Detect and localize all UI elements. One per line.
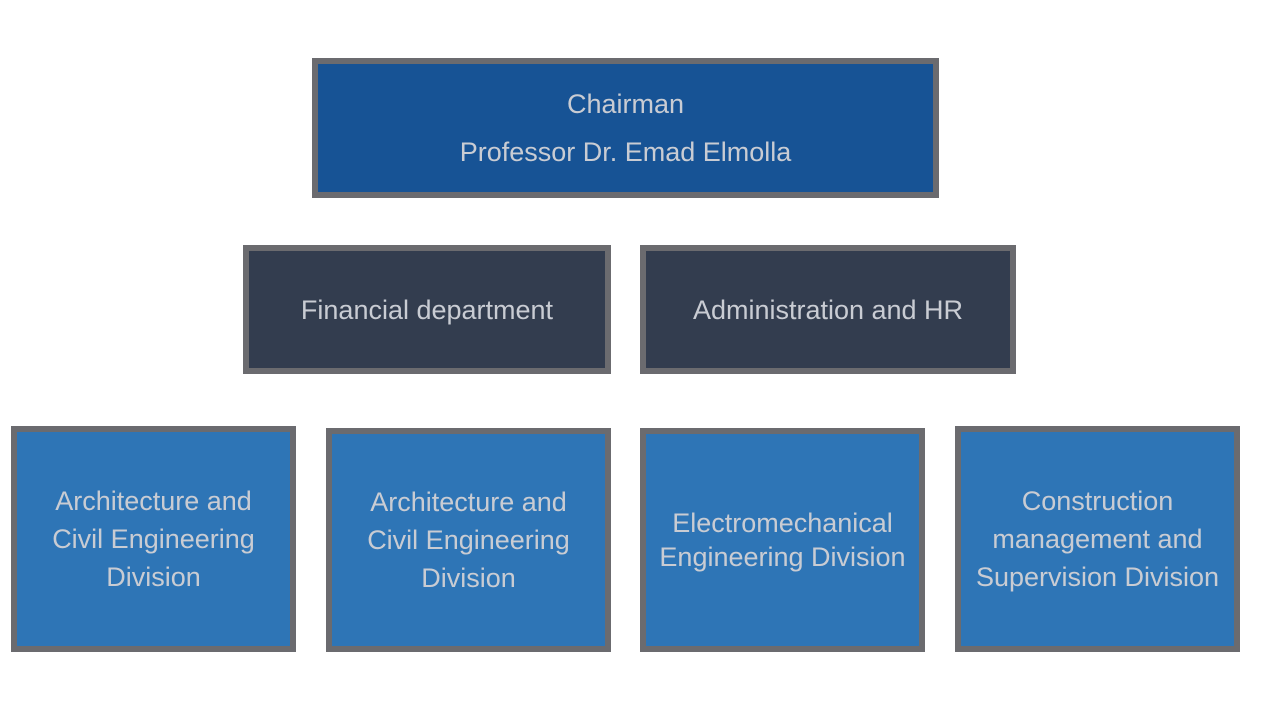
administration-hr-box: Administration and HR [640, 245, 1016, 374]
division-label-line: Architecture and [370, 487, 567, 517]
administration-hr-label: Administration and HR [692, 294, 964, 325]
division-label-line: Electromechanical [672, 508, 893, 538]
construction-supervision-division-box: Construction management and Supervision … [955, 426, 1240, 652]
division-label-line: Civil Engineering [52, 524, 255, 554]
division-label-line: Civil Engineering [367, 525, 570, 555]
division-label-line: management and [992, 524, 1203, 554]
chairman-box: Chairman Professor Dr. Emad Elmolla [312, 58, 939, 198]
financial-department-label: Financial department [300, 294, 554, 325]
architecture-civil-division-box-1: Architecture and Civil Engineering Divis… [11, 426, 296, 652]
chairman-title: Chairman [566, 89, 685, 119]
division-label-line: Architecture and [55, 486, 252, 516]
electromechanical-division-box: Electromechanical Engineering Division [640, 428, 925, 652]
architecture-civil-division-box-2: Architecture and Civil Engineering Divis… [326, 428, 611, 652]
division-label-line: Construction [1021, 486, 1174, 516]
division-label-line: Supervision Division [975, 562, 1220, 592]
chairman-name: Professor Dr. Emad Elmolla [459, 137, 792, 167]
division-label-line: Division [106, 562, 201, 592]
division-label-line: Division [421, 563, 516, 593]
financial-department-box: Financial department [243, 245, 611, 374]
division-label-line: Engineering Division [659, 542, 906, 572]
